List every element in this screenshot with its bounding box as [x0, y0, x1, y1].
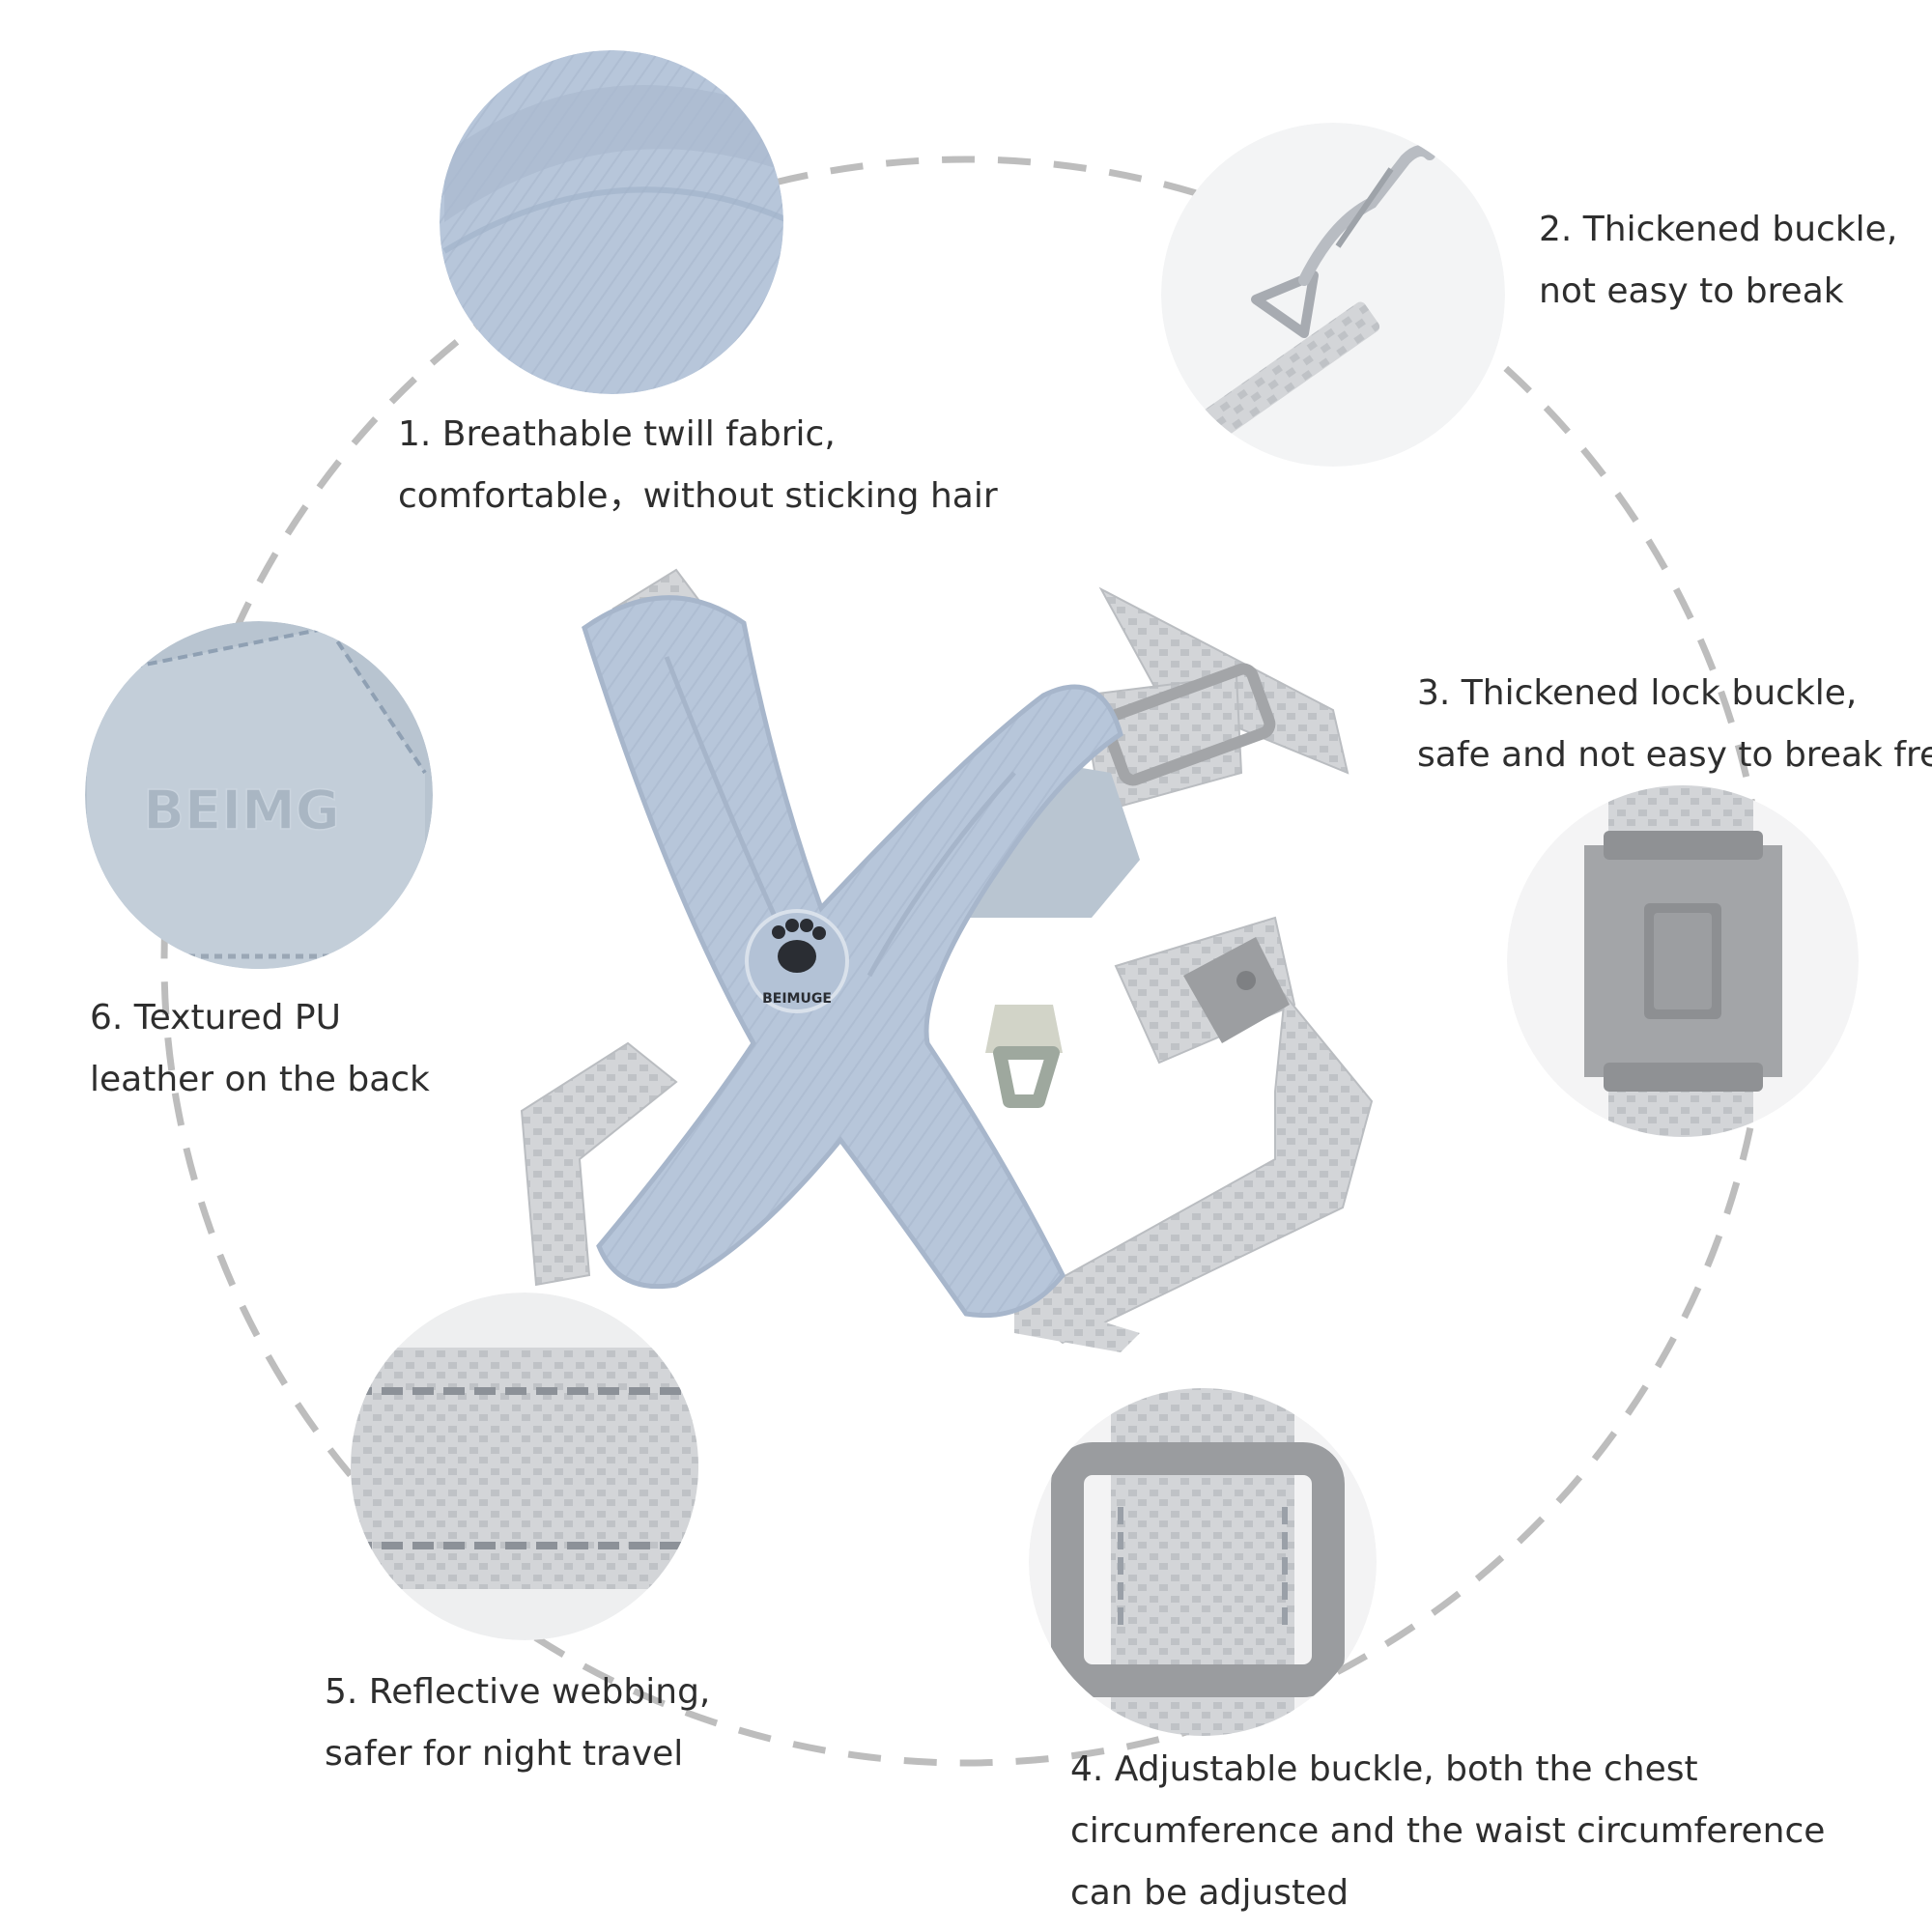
feature-3-line2: safe and not easy to break free	[1417, 735, 1932, 775]
feature-5-line2: safer for night travel	[325, 1734, 684, 1774]
feature-4-line3: can be adjusted	[1070, 1873, 1350, 1913]
harness-main: BEIMUGE	[520, 568, 1374, 1352]
feature-5-caption: 5. Reflective webbing, safer for night t…	[325, 1662, 710, 1785]
feature-6-caption: 6. Textured PU leather on the back	[90, 987, 430, 1111]
leather-emboss-text: BEIMG	[143, 780, 339, 842]
feature-1-caption: 1. Breathable twill fabric, comfortable，…	[398, 404, 998, 527]
lock-buckle-closeup	[1507, 785, 1859, 1137]
feature-3-caption: 3. Thickened lock buckle, safe and not e…	[1417, 663, 1932, 786]
feature-4-line2: circumference and the waist circumferenc…	[1070, 1811, 1826, 1851]
pu-leather-closeup: BEIMG	[85, 621, 433, 969]
metal-clip-closeup	[1161, 123, 1505, 467]
reflective-webbing-closeup	[351, 1293, 698, 1640]
feature-1-line1: 1. Breathable twill fabric,	[398, 414, 836, 454]
feature-2-line2: not easy to break	[1539, 271, 1844, 311]
feature-4-line1: 4. Adjustable buckle, both the chest	[1070, 1749, 1698, 1789]
feature-2-line1: 2. Thickened buckle,	[1539, 210, 1898, 249]
feature-1-line2: comfortable，without sticking hair	[398, 476, 998, 516]
feature-6-line2: leather on the back	[90, 1060, 430, 1099]
feature-5-line1: 5. Reflective webbing,	[325, 1672, 711, 1712]
logo-text: BEIMUGE	[762, 991, 832, 1007]
feature-2-caption: 2. Thickened buckle, not easy to break	[1539, 199, 1897, 323]
twill-fabric-closeup	[440, 50, 783, 394]
feature-6-line1: 6. Textured PU	[90, 998, 341, 1037]
feature-4-caption: 4. Adjustable buckle, both the chest cir…	[1070, 1739, 1825, 1924]
feature-3-line1: 3. Thickened lock buckle,	[1417, 673, 1858, 713]
adjustable-buckle-closeup	[1029, 1388, 1377, 1736]
